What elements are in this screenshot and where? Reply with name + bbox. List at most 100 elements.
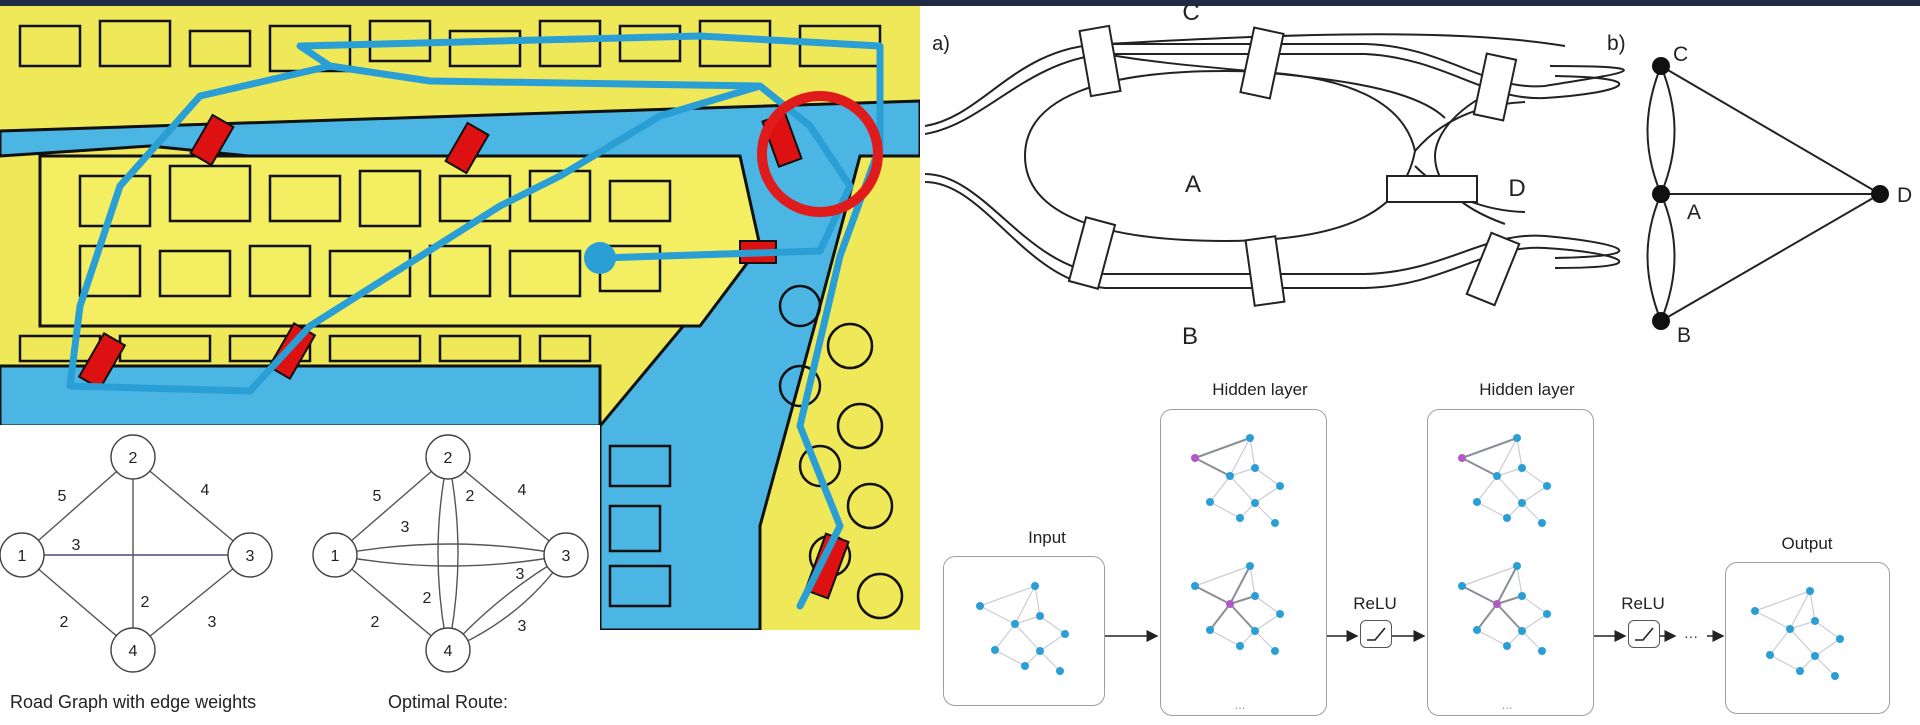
gnn-node	[1251, 627, 1259, 635]
relu-2-icon	[1628, 620, 1660, 648]
hidden-layer-2-title: Hidden layer	[1479, 380, 1575, 399]
gnn-node	[991, 646, 999, 654]
hidden-layer-2-box	[1427, 409, 1594, 716]
gnn-node	[1493, 472, 1501, 480]
gnn-node	[1251, 592, 1259, 600]
gnn-node	[1226, 472, 1234, 480]
gnn-node	[1056, 667, 1064, 675]
top-bar	[0, 0, 1920, 6]
gnn-node	[1246, 562, 1254, 570]
road-graph-svg: 1 2 3 4 5 4 3 2 2 3 1 2	[0, 434, 589, 673]
gnn-node	[1518, 464, 1526, 472]
gnn-node	[1191, 454, 1199, 462]
region-b-label: B	[1182, 323, 1198, 350]
road-weight-1-4: 2	[60, 614, 69, 631]
gnn-node	[1021, 662, 1029, 670]
gnn-node	[1766, 651, 1774, 659]
gnn-node	[1251, 499, 1259, 507]
gnn-node	[1206, 498, 1214, 506]
road-weight-2-4: 2	[141, 594, 150, 611]
gnn-node	[1276, 482, 1284, 490]
graph-node-d: D	[1897, 184, 1912, 207]
gnn-node	[1831, 672, 1839, 680]
gnn-node	[1503, 642, 1511, 650]
route-node-1: 1	[331, 548, 340, 565]
gnn-node	[1011, 620, 1019, 628]
route-node-3: 3	[562, 548, 571, 565]
bridges-graph-nodes	[1652, 57, 1889, 330]
gnn-node	[1458, 454, 1466, 462]
input-graph	[976, 582, 1069, 675]
gnn-node	[1031, 582, 1039, 590]
bridges-rects	[1067, 24, 1521, 307]
gnn-node	[1811, 652, 1819, 660]
gnn-node	[1036, 647, 1044, 655]
building-sketches	[18, 19, 904, 620]
gnn-node	[1518, 499, 1526, 507]
gnn-node	[1236, 514, 1244, 522]
gnn-node	[1473, 498, 1481, 506]
gnn-node	[1036, 612, 1044, 620]
gnn-node	[1751, 607, 1759, 615]
walking-route	[66, 32, 884, 610]
graph-node-a: A	[1687, 201, 1701, 224]
gnn-node	[1806, 587, 1814, 595]
gnn-node	[1458, 582, 1466, 590]
bridges-graph-edges	[1646, 65, 1881, 322]
gnn-node	[1796, 667, 1804, 675]
route-node-2: 2	[444, 450, 453, 467]
hidden-layer-1-title: Hidden layer	[1212, 380, 1308, 399]
gnn-node	[1191, 582, 1199, 590]
route-weight-1-3b: 3	[516, 566, 525, 583]
route-weight-2-4a: 2	[466, 488, 475, 505]
hidden-layer-2-more: ...	[1502, 697, 1513, 712]
gnn-node	[1518, 627, 1526, 635]
gnn-diagram-panel: Input Hidden layer Hidden layer Output R…	[925, 366, 1920, 720]
panel-b-label: b)	[1607, 32, 1626, 55]
gnn-node	[1276, 610, 1284, 618]
gnn-node	[1518, 592, 1526, 600]
output-title: Output	[1781, 534, 1833, 553]
gnn-node	[1503, 514, 1511, 522]
gnn-node	[1236, 642, 1244, 650]
road-node-3: 3	[246, 548, 255, 565]
relu-2-label: ReLU	[1621, 594, 1665, 613]
road-graph-caption: Road Graph with edge weights	[10, 692, 257, 712]
road-graph-nodes	[0, 434, 273, 673]
gnn-node	[1246, 434, 1254, 442]
output-box	[1725, 562, 1890, 714]
hidden1-graph-a	[1191, 434, 1284, 527]
region-a-label: A	[1185, 171, 1201, 198]
gnn-node	[1543, 482, 1551, 490]
optimal-route-edges	[334, 456, 567, 651]
road-weight-1-2: 5	[58, 488, 67, 505]
gnn-node	[1493, 600, 1501, 608]
gnn-node	[1251, 464, 1259, 472]
gnn-node	[1811, 617, 1819, 625]
gnn-node	[1538, 647, 1546, 655]
gnn-node	[1271, 647, 1279, 655]
gnn-node	[1061, 630, 1069, 638]
bridges-svg: a) C A B D b) C A B D	[924, 0, 1912, 350]
gnn-node	[1538, 519, 1546, 527]
route-weight-1-3a: 3	[401, 519, 410, 536]
bridges-diagram-panel: a) C A B D b) C A B D	[924, 0, 1920, 366]
hidden2-graph-a	[1458, 434, 1551, 527]
road-node-2: 2	[129, 450, 138, 467]
road-node-1: 1	[18, 548, 27, 565]
more-layers-ellipsis: ···	[1684, 628, 1698, 644]
road-graph-edges	[21, 456, 251, 651]
problem-bridge-highlight	[757, 91, 883, 217]
gnn-node	[1543, 610, 1551, 618]
route-node-4: 4	[444, 643, 453, 660]
region-d-label: D	[1508, 175, 1525, 202]
road-weight-3-4: 3	[208, 614, 217, 631]
route-weight-2-4b: 2	[423, 590, 432, 607]
gnn-node	[1513, 434, 1521, 442]
gnn-node	[1226, 600, 1234, 608]
gnn-node	[976, 602, 984, 610]
optimal-route-nodes	[312, 434, 589, 673]
gnn-node	[1271, 519, 1279, 527]
hidden-layer-1-more: ...	[1235, 697, 1246, 712]
hidden-layer-1-box	[1160, 409, 1327, 716]
